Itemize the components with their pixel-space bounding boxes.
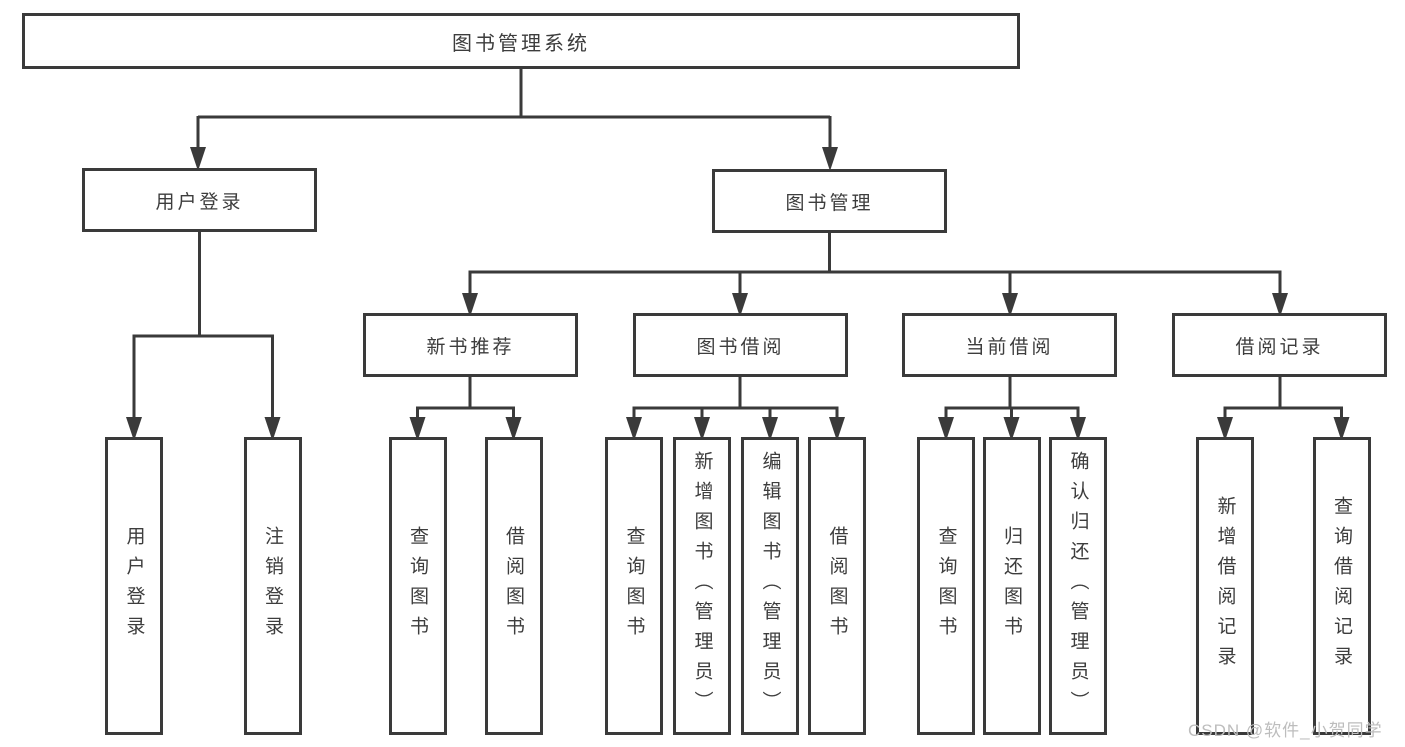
arrowhead	[126, 417, 142, 441]
leaf-current-return-books: 归还图书	[982, 437, 1041, 735]
leaf-borrow-add-books-admin-label: 新增图书（管理员）	[691, 451, 713, 721]
node-new-book-recommendation: 新书推荐	[363, 313, 578, 377]
node-borrowing-records: 借阅记录	[1172, 313, 1387, 377]
connector-records-to-leaves	[1223, 376, 1343, 419]
connector-current-to-leaves	[944, 376, 1080, 419]
arrowhead	[762, 417, 778, 441]
leaf-borrow-query-books-label: 查询图书	[623, 526, 645, 646]
leaf-logout: 注销登录	[243, 437, 302, 735]
arrowhead	[505, 417, 522, 441]
arrowhead	[732, 293, 748, 317]
leaf-current-confirm-return-admin-label: 确认归还（管理员）	[1067, 451, 1089, 721]
arrowhead	[462, 293, 478, 317]
arrowhead	[1272, 293, 1288, 317]
node-book-management: 图书管理	[712, 169, 947, 233]
connector-root-to-level2	[196, 69, 832, 148]
arrowhead	[694, 417, 710, 441]
leaf-record-add-borrow-record: 新增借阅记录	[1196, 437, 1254, 735]
arrowhead	[938, 417, 954, 441]
node-book-borrowing-label: 图书借阅	[696, 336, 785, 358]
leaf-borrow-edit-books-admin-label: 编辑图书（管理员）	[759, 451, 781, 721]
leaf-record-add-borrow-record-label: 新增借阅记录	[1214, 496, 1236, 676]
arrowhead	[190, 147, 206, 171]
leaf-record-query-borrow-record-label: 查询借阅记录	[1331, 496, 1352, 676]
leaf-record-query-borrow-record: 查询借阅记录	[1312, 437, 1371, 735]
leaf-user-login-label: 用户登录	[123, 526, 145, 646]
leaf-borrow-query-books: 查询图书	[605, 437, 663, 735]
leaf-logout-label: 注销登录	[262, 526, 283, 646]
arrowhead	[1002, 293, 1018, 317]
connector-recommend-to-leaves	[416, 376, 515, 419]
leaf-borrow-borrow-books: 借阅图书	[808, 437, 866, 735]
arrowhead	[409, 417, 426, 441]
leaf-recommend-borrow-books-label: 借阅图书	[503, 526, 524, 646]
node-current-borrowing: 当前借阅	[902, 313, 1117, 377]
leaf-borrow-edit-books-admin: 编辑图书（管理员）	[741, 437, 799, 735]
leaf-recommend-query-books-label: 查询图书	[407, 526, 428, 646]
node-book-borrowing: 图书借阅	[633, 313, 848, 377]
leaf-borrow-borrow-books-label: 借阅图书	[826, 526, 848, 646]
arrowhead	[829, 417, 845, 441]
leaf-current-confirm-return-admin: 确认归还（管理员）	[1049, 437, 1107, 735]
leaf-recommend-borrow-books: 借阅图书	[484, 437, 543, 735]
node-library-system-label: 图书管理系统	[452, 32, 590, 55]
arrowhead	[626, 417, 642, 441]
node-new-book-recommendation-label: 新书推荐	[426, 336, 515, 358]
connector-userlogin-to-leaves	[132, 231, 274, 419]
leaf-current-query-books-label: 查询图书	[935, 526, 957, 646]
node-user-login-module-label: 用户登录	[155, 191, 244, 213]
leaf-borrow-add-books-admin: 新增图书（管理员）	[673, 437, 731, 735]
node-current-borrowing-label: 当前借阅	[965, 336, 1054, 358]
csdn-watermark: CSDN @软件_小贺同学	[1188, 721, 1383, 740]
leaf-current-return-books-label: 归还图书	[1001, 526, 1022, 646]
arrowhead	[264, 417, 281, 441]
node-book-management-label: 图书管理	[785, 192, 874, 214]
node-library-system: 图书管理系统	[22, 13, 1020, 69]
connector-borrow-to-leaves	[632, 376, 839, 419]
leaf-user-login: 用户登录	[105, 437, 163, 735]
connector-bookmgmt-to-level3	[468, 233, 1282, 295]
leaf-recommend-query-books: 查询图书	[388, 437, 447, 735]
node-user-login-module: 用户登录	[82, 168, 317, 232]
arrowhead	[1333, 417, 1350, 441]
arrowhead	[1070, 417, 1086, 441]
leaf-current-query-books: 查询图书	[917, 437, 975, 735]
arrowhead	[1217, 417, 1233, 441]
arrowhead	[1003, 417, 1020, 441]
node-borrowing-records-label: 借阅记录	[1235, 336, 1324, 358]
arrowhead	[822, 147, 838, 171]
